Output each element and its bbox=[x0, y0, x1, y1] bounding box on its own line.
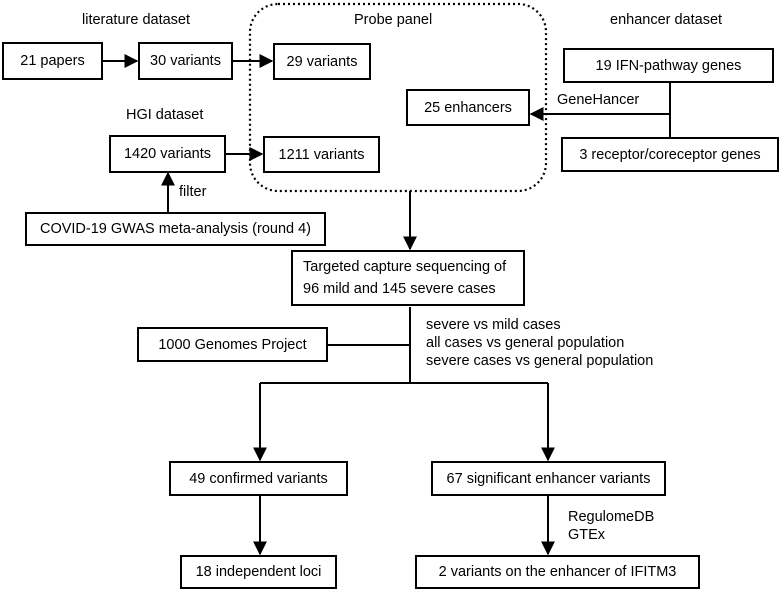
comparison-label: all cases vs general population bbox=[426, 335, 625, 351]
literature-dataset-label: literature dataset bbox=[82, 12, 191, 28]
annotation-source-label: GTEx bbox=[568, 527, 606, 543]
filter-label: filter bbox=[179, 184, 207, 200]
gwas-box: COVID-19 GWAS meta-analysis (round 4) bbox=[25, 212, 326, 246]
annotation-source-label: RegulomeDB bbox=[568, 509, 655, 525]
panel-hgi-variants-box: 1211 variants bbox=[263, 136, 380, 173]
sequencing-line: Targeted capture sequencing of bbox=[303, 259, 507, 275]
ifitm3-variants-box: 2 variants on the enhancer of IFITM3 bbox=[415, 555, 700, 589]
enhancers-box: 25 enhancers bbox=[406, 89, 530, 126]
comparison-label: severe vs mild cases bbox=[426, 317, 561, 333]
hgi-variants-box: 1420 variants bbox=[109, 135, 226, 173]
hgi-dataset-label: HGI dataset bbox=[126, 107, 204, 123]
sequencing-box: Targeted capture sequencing of 96 mild a… bbox=[291, 250, 525, 306]
probe-panel-boundary bbox=[248, 2, 548, 193]
probe-panel-label: Probe panel bbox=[354, 12, 433, 28]
enhancer-dataset-label: enhancer dataset bbox=[610, 12, 723, 28]
confirmed-variants-box: 49 confirmed variants bbox=[169, 461, 348, 496]
independent-loci-box: 18 independent loci bbox=[180, 555, 337, 589]
sequencing-line: 96 mild and 145 severe cases bbox=[303, 281, 496, 297]
papers-box: 21 papers bbox=[2, 42, 103, 80]
receptor-genes-box: 3 receptor/coreceptor genes bbox=[561, 137, 779, 172]
genomes-project-box: 1000 Genomes Project bbox=[137, 327, 328, 362]
genehancer-label: GeneHancer bbox=[557, 92, 640, 108]
ifn-genes-box: 19 IFN-pathway genes bbox=[563, 48, 774, 83]
enhancer-variants-box: 67 significant enhancer variants bbox=[431, 461, 666, 496]
literature-variants-box: 30 variants bbox=[138, 42, 233, 80]
comparison-label: severe cases vs general population bbox=[426, 353, 654, 369]
panel-literature-variants-box: 29 variants bbox=[273, 43, 371, 80]
